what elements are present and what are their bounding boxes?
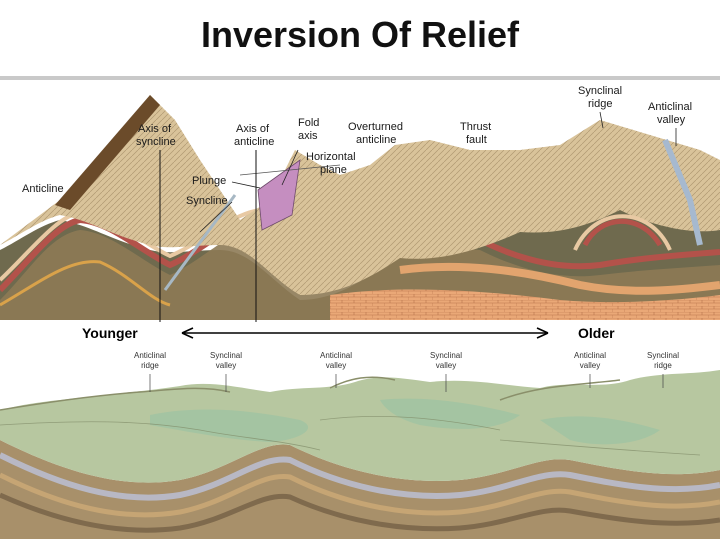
label-synclinal-ridge-b-2: ridge <box>654 361 672 370</box>
label-anticlinal-ridge-2: ridge <box>141 361 159 370</box>
label-anticlinal-ridge-1: Anticlinal <box>134 351 166 360</box>
label-horizontal-plane-1: Horizontal <box>306 151 356 163</box>
label-synclinal-valley-2: valley <box>216 361 236 370</box>
label-younger: Younger <box>82 325 138 341</box>
label-anticlinal-valley-2: valley <box>657 114 686 126</box>
label-plunge: Plunge <box>192 175 226 187</box>
label-thrust-fault-2: fault <box>466 134 487 146</box>
label-overturned-anticline-2: anticline <box>356 134 396 146</box>
label-synclinal-valley-b-2: valley <box>436 361 456 370</box>
label-axis-of-anticline-1: Axis of <box>236 123 270 135</box>
eroded-landscape-block <box>0 370 720 539</box>
label-anticline: Anticline <box>22 183 64 195</box>
label-synclinal-valley-1: Synclinal <box>210 351 242 360</box>
label-thrust-fault-1: Thrust <box>460 121 491 133</box>
label-synclinal-ridge-1: Synclinal <box>578 85 622 97</box>
age-arrow-left-head <box>181 327 194 339</box>
top-diagram-labels: Anticline Axis of syncline Axis of antic… <box>22 85 692 207</box>
label-overturned-anticline-1: Overturned <box>348 121 403 133</box>
inversion-of-relief-diagram: Anticline Axis of syncline Axis of antic… <box>0 85 720 539</box>
label-axis-of-syncline-1: Axis of <box>138 123 172 135</box>
label-horizontal-plane-2: plane <box>320 164 347 176</box>
label-anticlinal-valley-b-2: valley <box>580 361 600 370</box>
label-synclinal-ridge-b-1: Synclinal <box>647 351 679 360</box>
age-axis: Younger Older <box>0 322 720 346</box>
label-fold-axis-1: Fold <box>298 117 319 129</box>
page-title: Inversion Of Relief <box>200 14 520 55</box>
label-anticlinal-valley-a-1: Anticlinal <box>320 351 352 360</box>
label-synclinal-valley-b-1: Synclinal <box>430 351 462 360</box>
label-syncline: Syncline <box>186 195 228 207</box>
label-anticlinal-valley-b-1: Anticlinal <box>574 351 606 360</box>
bottom-diagram-labels: Anticlinal ridge Synclinal valley Anticl… <box>134 351 679 370</box>
label-synclinal-ridge-2: ridge <box>588 98 612 110</box>
label-axis-of-syncline-2: syncline <box>136 136 176 148</box>
label-leader-lines <box>199 111 677 233</box>
label-anticlinal-valley-a-2: valley <box>326 361 346 370</box>
label-older: Older <box>578 325 615 341</box>
label-anticlinal-valley-1: Anticlinal <box>648 101 692 113</box>
label-axis-of-anticline-2: anticline <box>234 136 274 148</box>
label-fold-axis-2: axis <box>298 130 318 142</box>
title-divider <box>0 76 720 80</box>
age-arrow-right-head <box>536 327 549 339</box>
folded-strata-block <box>0 95 720 330</box>
